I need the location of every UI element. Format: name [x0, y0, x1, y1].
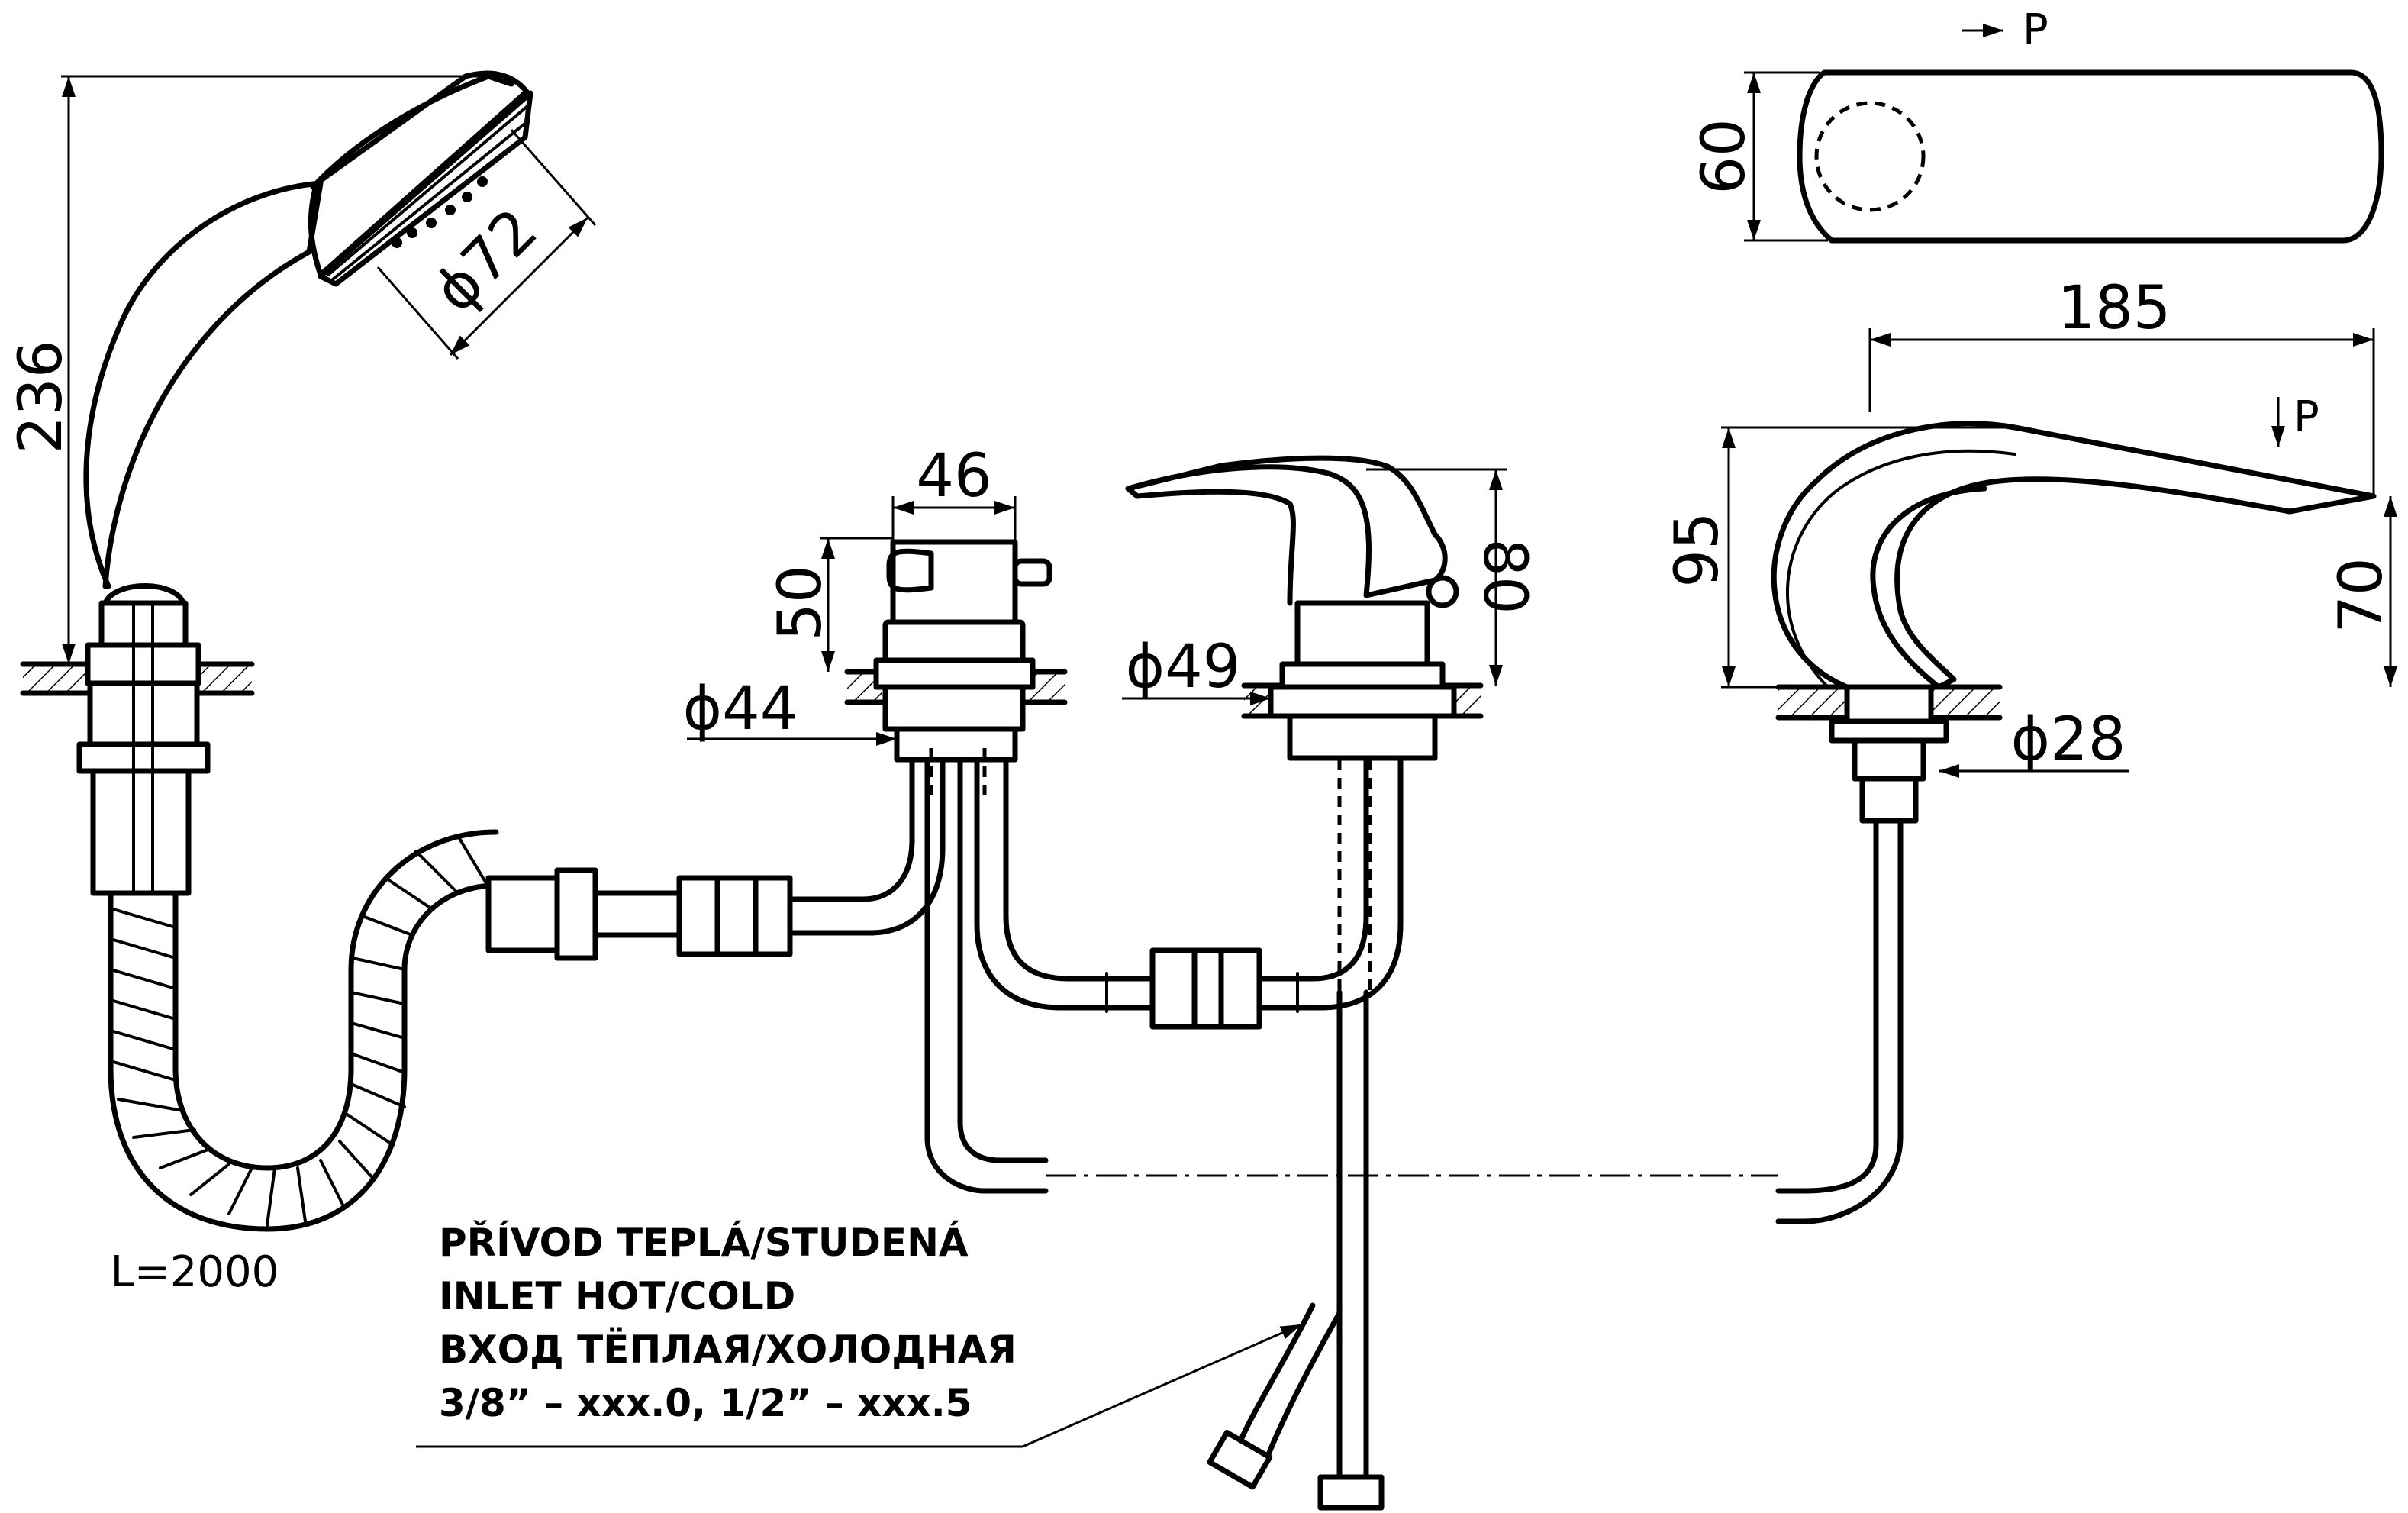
- dim-shower-head-diameter: ϕ72: [421, 196, 551, 326]
- dim-spout-length: 185: [2058, 274, 2171, 343]
- dim-diverter-base-diameter: ϕ44: [683, 675, 798, 744]
- inlet-note: PŘÍVOD TEPLÁ/STUDENÁ INLET HOT/COLD ВХОД…: [439, 1220, 1017, 1425]
- hand-shower: [20, 70, 533, 896]
- inlet-note-en: INLET HOT/COLD: [439, 1274, 795, 1318]
- shower-head: [308, 70, 533, 287]
- dim-mixer-base-diameter: ϕ49: [1126, 633, 1241, 702]
- dim-spout-height: 95: [1663, 511, 1732, 587]
- shower-nozzles: [392, 176, 488, 248]
- shower-handle: [83, 180, 324, 589]
- spout-side-view: [1771, 421, 2377, 1224]
- spout-body: [1771, 421, 2377, 690]
- dim-spout-outlet-height: 70: [2327, 557, 2396, 633]
- diverter-valve: [844, 539, 1068, 802]
- section-marker-top: P: [2023, 5, 2049, 55]
- dim-spout-top-width: 60: [1690, 118, 1758, 194]
- deck-slab-diverter-right: [1030, 672, 1065, 702]
- supply-hoses: [1207, 989, 1385, 1511]
- inlet-note-cz: PŘÍVOD TEPLÁ/STUDENÁ: [439, 1220, 969, 1265]
- section-marker-side: P: [2294, 392, 2319, 442]
- dim-hose-length: L=2000: [111, 1247, 279, 1297]
- mixer-lever: [1125, 455, 1448, 598]
- inlet-pipes: [924, 756, 1404, 1194]
- dim-mixer-height: 80: [1470, 538, 1539, 614]
- dim-diverter-height: 50: [766, 565, 835, 640]
- shower-hose: [108, 829, 499, 1232]
- dim-spout-base-diameter: ϕ28: [2011, 705, 2126, 774]
- inlet-note-sizes: 3/8” – xxx.0, 1/2” – xxx.5: [439, 1381, 972, 1425]
- dim-hand-shower-height: 236: [7, 340, 76, 454]
- hose-coupling: [485, 753, 946, 961]
- dim-diverter-width: 46: [916, 442, 991, 511]
- deck-slab-left: [23, 664, 92, 693]
- dimension-lines: [61, 24, 2397, 1448]
- inlet-note-ru: ВХОД ТЁПЛАЯ/ХОЛОДНАЯ: [439, 1328, 1017, 1372]
- mixer-body: [1125, 455, 1484, 992]
- spout-top-view: [1797, 69, 2384, 244]
- deck-slab-left-2: [198, 664, 252, 693]
